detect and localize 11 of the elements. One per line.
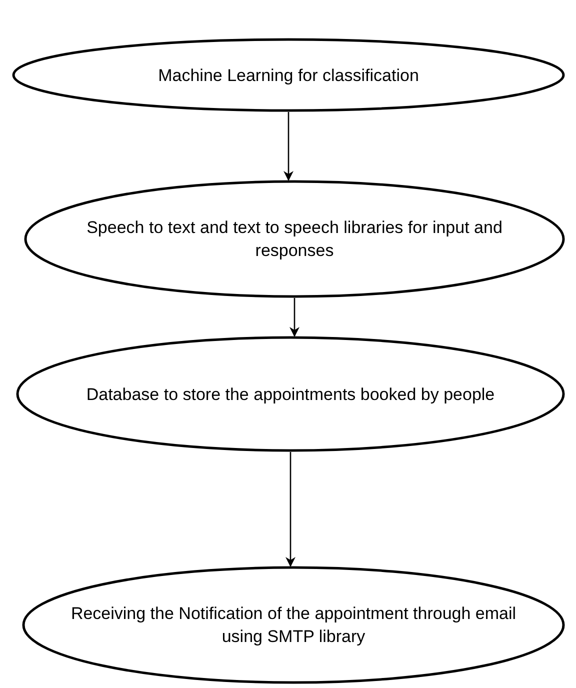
- arrow: [286, 452, 296, 567]
- node-text: Machine Learning for classification: [158, 64, 419, 86]
- arrow: [284, 112, 294, 181]
- node-text: Database to store the appointments booked by people: [86, 384, 495, 406]
- node-text: Receiving the Notification of the appointment through email using SMTP library: [70, 603, 518, 648]
- process-ellipse: [22, 566, 565, 684]
- node-text: Speech to text and text to speech libraries for input and responses: [86, 217, 504, 262]
- process-ellipse: [16, 336, 565, 452]
- arrow: [290, 298, 300, 337]
- process-ellipse: [12, 38, 565, 112]
- process-ellipse: [24, 180, 565, 298]
